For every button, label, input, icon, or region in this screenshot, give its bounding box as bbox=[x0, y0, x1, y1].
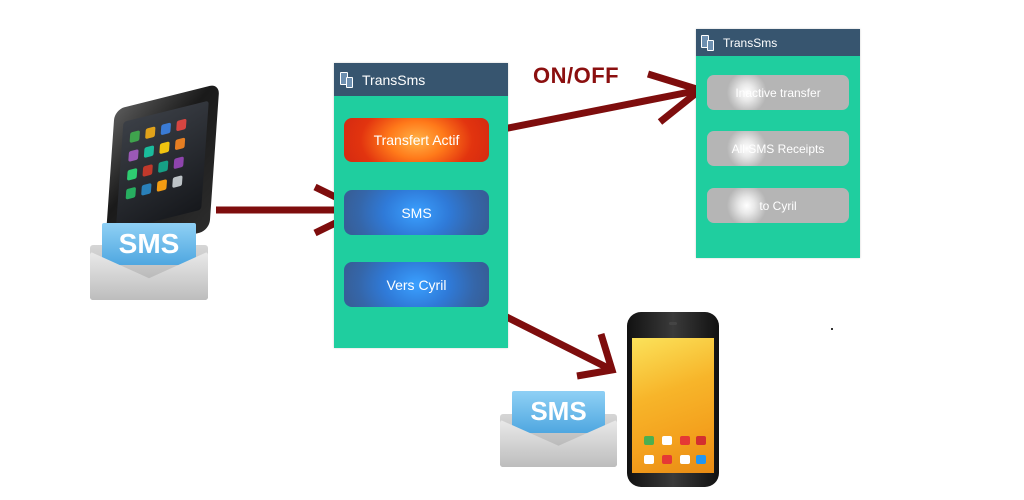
sms-envelope-label: SMS bbox=[101, 222, 197, 265]
all-sms-receipts-button[interactable]: All SMS Receipts bbox=[707, 131, 849, 166]
transsms-app-icon bbox=[701, 34, 715, 51]
transsms-app-icon bbox=[340, 71, 354, 88]
button-label: Transfert Actif bbox=[373, 132, 460, 148]
app-screen-main: TransSms Transfert Actif SMS Vers Cyril bbox=[334, 63, 508, 348]
transfer-active-button[interactable]: Transfert Actif bbox=[344, 118, 489, 162]
sms-button[interactable]: SMS bbox=[344, 190, 489, 235]
arrow-onoff bbox=[497, 86, 701, 134]
inactive-transfer-button[interactable]: Inactive transfer bbox=[707, 75, 849, 110]
app-bar: TransSms bbox=[696, 29, 860, 56]
button-label: Vers Cyril bbox=[386, 276, 447, 293]
sms-envelope-icon: SMS bbox=[90, 212, 208, 300]
button-label: All SMS Receipts bbox=[731, 141, 825, 156]
button-label: to Cyril bbox=[759, 198, 797, 213]
app-screen-inactive: TransSms Inactive transfer All SMS Recei… bbox=[696, 29, 860, 258]
app-title: TransSms bbox=[723, 35, 778, 50]
app-bar: TransSms bbox=[334, 63, 508, 96]
toggle-label: ON/OFF bbox=[533, 63, 620, 88]
button-label: Inactive transfer bbox=[735, 85, 821, 100]
stray-dot bbox=[831, 328, 833, 330]
app-title: TransSms bbox=[362, 71, 426, 88]
button-label: SMS bbox=[401, 204, 432, 221]
sms-envelope-icon: SMS bbox=[500, 381, 617, 467]
recipient-button[interactable]: Vers Cyril bbox=[344, 262, 489, 307]
arrow-forward-head bbox=[576, 332, 617, 380]
destination-phone bbox=[627, 312, 719, 487]
to-cyril-button[interactable]: to Cyril bbox=[707, 188, 849, 223]
sms-envelope-label: SMS bbox=[511, 391, 606, 433]
